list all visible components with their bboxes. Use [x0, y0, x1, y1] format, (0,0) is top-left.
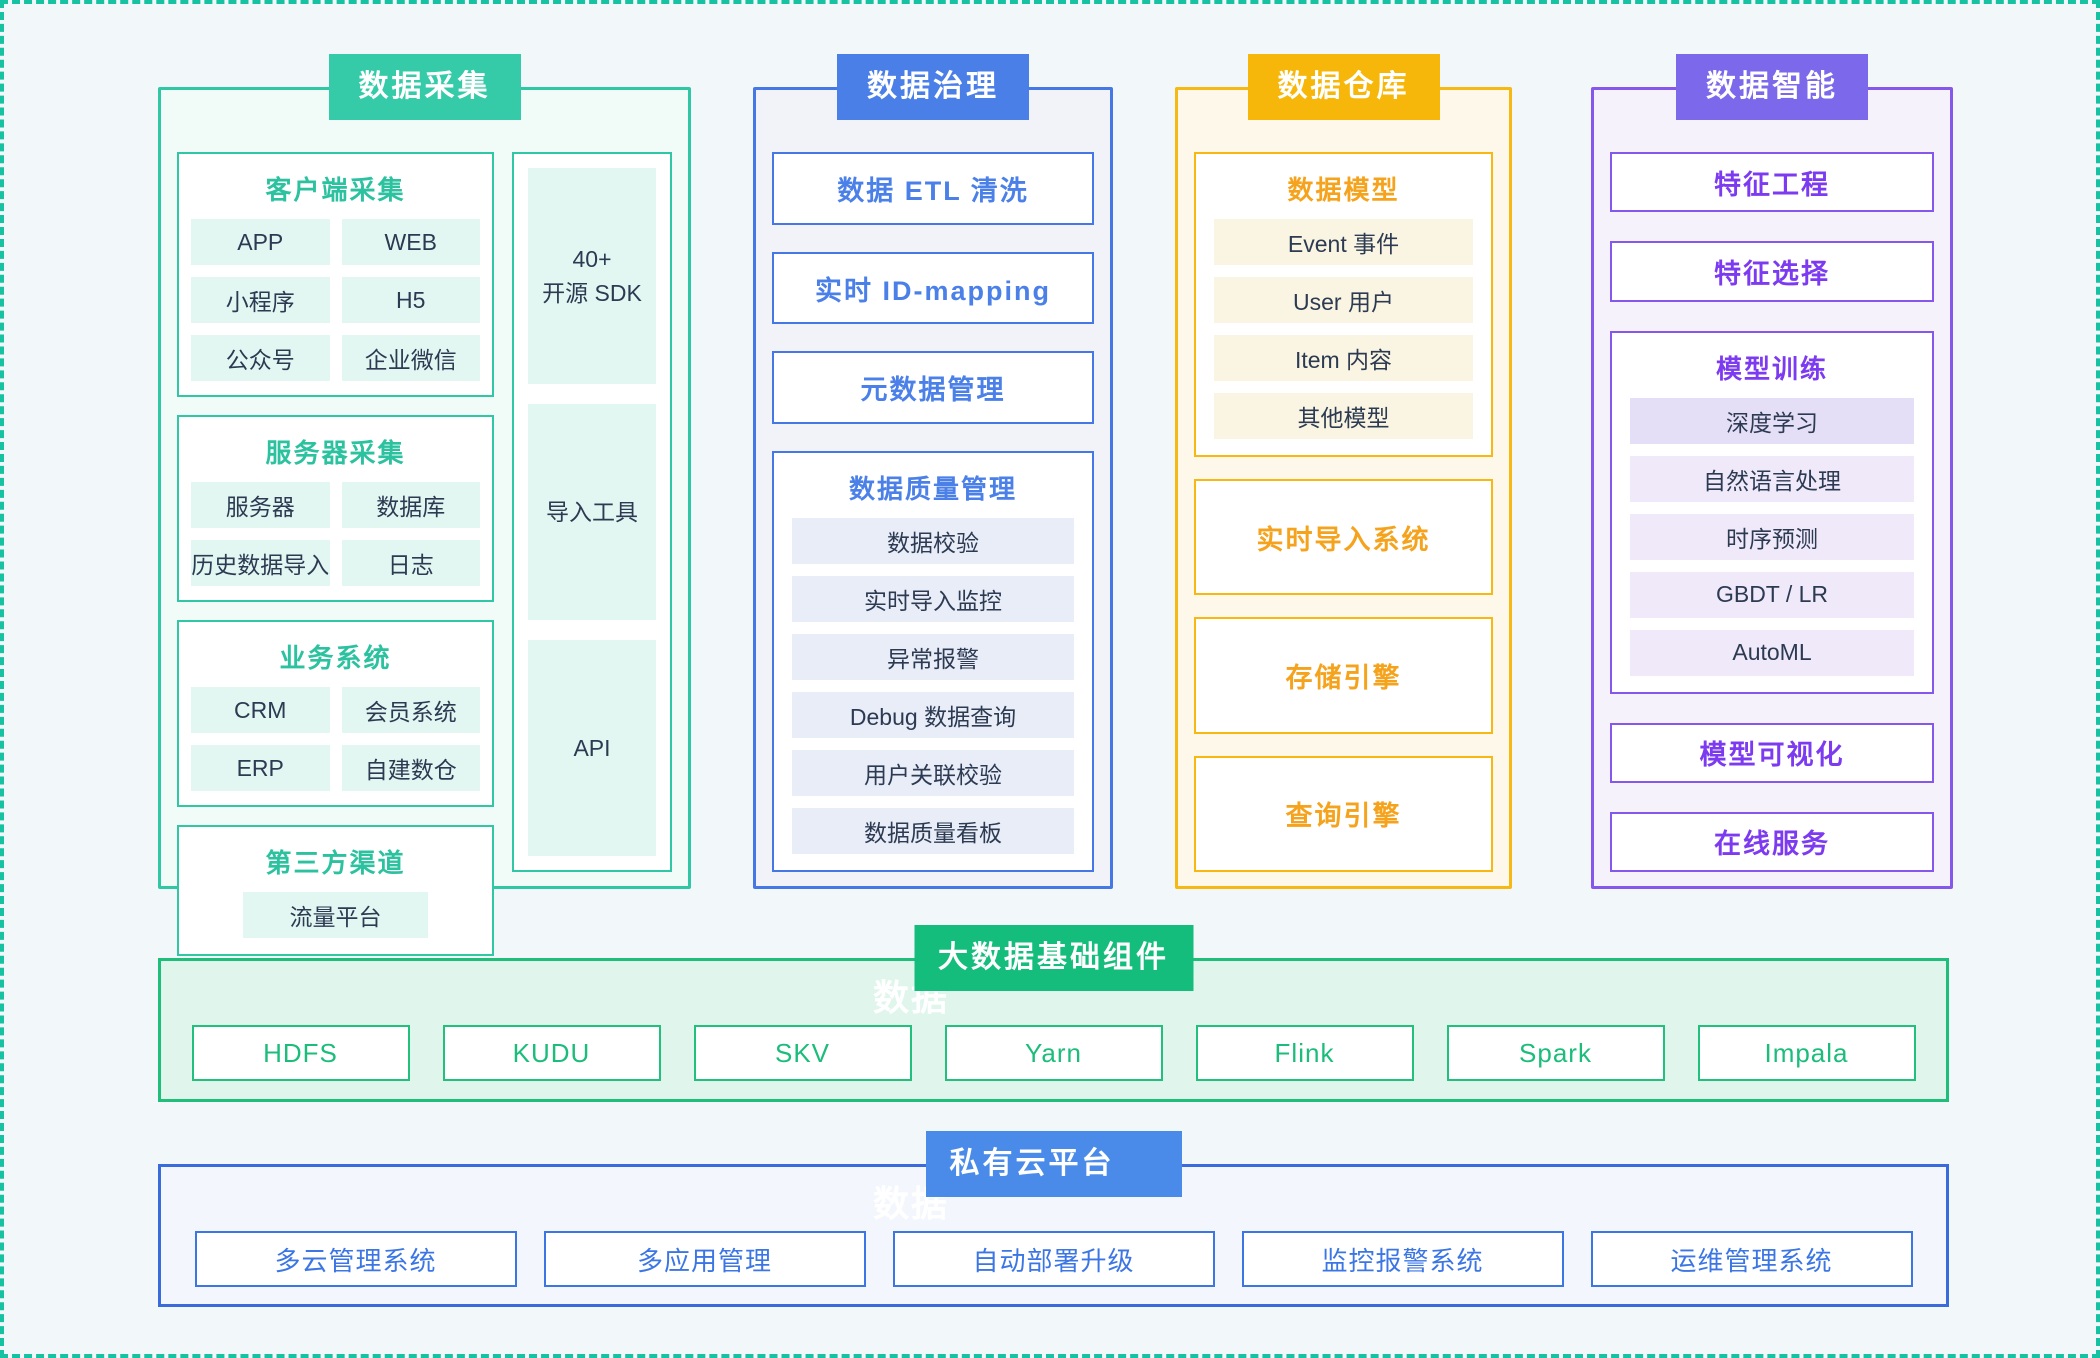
data-model-box: 数据模型 Event 事件 User 用户 Item 内容 其他模型 [1194, 152, 1493, 457]
training-item: 自然语言处理 [1630, 455, 1914, 502]
model-training-title: 模型训练 [1715, 353, 1828, 384]
component-kudu: KUDU [442, 1025, 661, 1081]
business-item: 自建数仓 [341, 745, 480, 791]
quality-item: 数据质量看板 [792, 808, 1074, 855]
server-collection-grid: 服务器 数据库 历史数据导入 日志 [179, 482, 492, 600]
client-item: WEB [341, 219, 480, 265]
model-item: Item 内容 [1214, 335, 1473, 381]
bigdata-components-row: HDFS KUDU SKV Yarn Flink Spark Impala [161, 1025, 1946, 1081]
data-collection-body: 客户端采集 APP WEB 小程序 H5 公众号 企业微信 服务器采集 服务器 … [161, 90, 688, 956]
business-system-grid: CRM 会员系统 ERP 自建数仓 [179, 687, 492, 805]
panel-data-collection: 数据采集 客户端采集 APP WEB 小程序 H5 公众号 企业微信 服务器采集 [158, 54, 691, 956]
feature-engineering-box: 特征工程 [1610, 152, 1934, 213]
quality-item: 数据校验 [792, 518, 1074, 565]
panel-data-governance-badge: 数据治理 [837, 54, 1029, 120]
client-item: APP [191, 219, 330, 265]
model-training-box: 模型训练 深度学习 自然语言处理 时序预测 GBDT / LR AutoML [1610, 330, 1934, 694]
cloud-auto-deploy: 自动部署升级 [892, 1231, 1215, 1287]
client-item: 企业微信 [341, 335, 480, 381]
sdk-tools-box: 40+ 开源 SDK 导入工具 API [512, 152, 672, 872]
model-visualization-box: 模型可视化 [1610, 722, 1934, 783]
component-flink: Flink [1195, 1025, 1414, 1081]
panel-data-governance: 数据治理 数据 ETL 清洗 实时 ID-mapping 元数据管理 数据质量管… [753, 54, 1113, 889]
component-spark: Spark [1446, 1025, 1665, 1081]
server-item: 服务器 [191, 482, 330, 528]
quality-item: 实时导入监控 [792, 576, 1074, 623]
band-private-cloud-badge: 私有云平台 [925, 1131, 1182, 1197]
training-item: AutoML [1630, 629, 1914, 676]
cloud-multicloud-mgmt: 多云管理系统 [194, 1231, 517, 1287]
business-item: 会员系统 [341, 687, 480, 733]
cloud-monitor-alert: 监控报警系统 [1241, 1231, 1564, 1287]
feature-selection-box: 特征选择 [1610, 241, 1934, 302]
client-collection-grid: APP WEB 小程序 H5 公众号 企业微信 [179, 219, 492, 395]
band-private-cloud: 数据 私有云平台 多云管理系统 多应用管理 自动部署升级 监控报警系统 运维管理… [158, 1131, 1949, 1307]
client-item: H5 [341, 277, 480, 323]
business-item: CRM [191, 687, 330, 733]
panel-data-collection-badge: 数据采集 [328, 54, 521, 120]
client-item: 公众号 [191, 335, 330, 381]
panel-data-warehouse: 数据仓库 数据模型 Event 事件 User 用户 Item 内容 其他模型 … [1175, 54, 1512, 889]
component-skv: SKV [693, 1025, 912, 1081]
business-item: ERP [191, 745, 330, 791]
thirdparty-channel-title: 第三方渠道 [265, 848, 406, 878]
model-training-list: 深度学习 自然语言处理 时序预测 GBDT / LR AutoML [1612, 397, 1932, 692]
data-governance-body: 数据 ETL 清洗 实时 ID-mapping 元数据管理 数据质量管理 数据校… [756, 90, 1110, 886]
data-warehouse-body: 数据模型 Event 事件 User 用户 Item 内容 其他模型 实时导入系… [1178, 90, 1509, 886]
realtime-import-box: 实时导入系统 [1194, 479, 1493, 596]
server-collection-box: 服务器采集 服务器 数据库 历史数据导入 日志 [177, 415, 494, 602]
model-item: 其他模型 [1214, 393, 1473, 439]
quality-item: 异常报警 [792, 634, 1074, 681]
online-service-box: 在线服务 [1610, 811, 1934, 872]
tool-import: 导入工具 [528, 404, 656, 620]
business-system-box: 业务系统 CRM 会员系统 ERP 自建数仓 [177, 620, 494, 807]
cloud-ops-mgmt: 运维管理系统 [1590, 1231, 1913, 1287]
client-item: 小程序 [191, 277, 330, 323]
etl-cleaning-box: 数据 ETL 清洗 [772, 152, 1094, 225]
data-quality-title: 数据质量管理 [848, 474, 1017, 505]
data-quality-list: 数据校验 实时导入监控 异常报警 Debug 数据查询 用户关联校验 数据质量看… [774, 518, 1092, 870]
id-mapping-box: 实时 ID-mapping [772, 251, 1094, 325]
server-item: 历史数据导入 [191, 540, 330, 586]
server-item: 数据库 [341, 482, 480, 528]
data-intelligence-body: 特征工程 特征选择 模型训练 深度学习 自然语言处理 时序预测 GBDT / L… [1594, 90, 1950, 886]
tool-api: API [528, 640, 656, 856]
data-model-title: 数据模型 [1287, 175, 1400, 205]
server-item: 日志 [341, 540, 480, 586]
client-collection-box: 客户端采集 APP WEB 小程序 H5 公众号 企业微信 [177, 152, 494, 397]
collection-left-column: 客户端采集 APP WEB 小程序 H5 公众号 企业微信 服务器采集 服务器 … [177, 152, 494, 956]
query-engine-box: 查询引擎 [1194, 755, 1493, 872]
private-cloud-row: 多云管理系统 多应用管理 自动部署升级 监控报警系统 运维管理系统 [161, 1231, 1946, 1287]
thirdparty-grid: 流量平台 [179, 892, 492, 954]
cloud-multiapp-mgmt: 多应用管理 [543, 1231, 866, 1287]
thirdparty-item: 流量平台 [243, 892, 428, 938]
storage-engine-box: 存储引擎 [1194, 617, 1493, 734]
training-item: 深度学习 [1630, 397, 1914, 444]
model-item: User 用户 [1214, 277, 1473, 323]
training-item: GBDT / LR [1630, 571, 1914, 618]
quality-item: Debug 数据查询 [792, 692, 1074, 739]
panel-data-intelligence: 数据智能 特征工程 特征选择 模型训练 深度学习 自然语言处理 时序预测 GBD… [1591, 54, 1953, 889]
server-collection-title: 服务器采集 [265, 438, 406, 468]
metadata-management-box: 元数据管理 [772, 351, 1094, 425]
component-impala: Impala [1697, 1025, 1916, 1081]
model-item: Event 事件 [1214, 219, 1473, 265]
tool-sdk: 40+ 开源 SDK [528, 168, 656, 384]
band-bigdata-components: 数据 大数据基础组件 HDFS KUDU SKV Yarn Flink Spar… [158, 925, 1949, 1102]
quality-item: 用户关联校验 [792, 750, 1074, 797]
band-bigdata-badge: 大数据基础组件 [914, 925, 1193, 991]
panel-data-intelligence-badge: 数据智能 [1676, 54, 1868, 120]
training-item: 时序预测 [1630, 513, 1914, 560]
data-model-list: Event 事件 User 用户 Item 内容 其他模型 [1196, 219, 1491, 455]
panel-data-warehouse-badge: 数据仓库 [1247, 54, 1440, 120]
data-quality-box: 数据质量管理 数据校验 实时导入监控 异常报警 Debug 数据查询 用户关联校… [772, 451, 1094, 873]
client-collection-title: 客户端采集 [265, 175, 406, 205]
business-system-title: 业务系统 [279, 643, 392, 673]
thirdparty-channel-box: 第三方渠道 流量平台 [177, 825, 494, 956]
component-hdfs: HDFS [191, 1025, 410, 1081]
component-yarn: Yarn [944, 1025, 1163, 1081]
